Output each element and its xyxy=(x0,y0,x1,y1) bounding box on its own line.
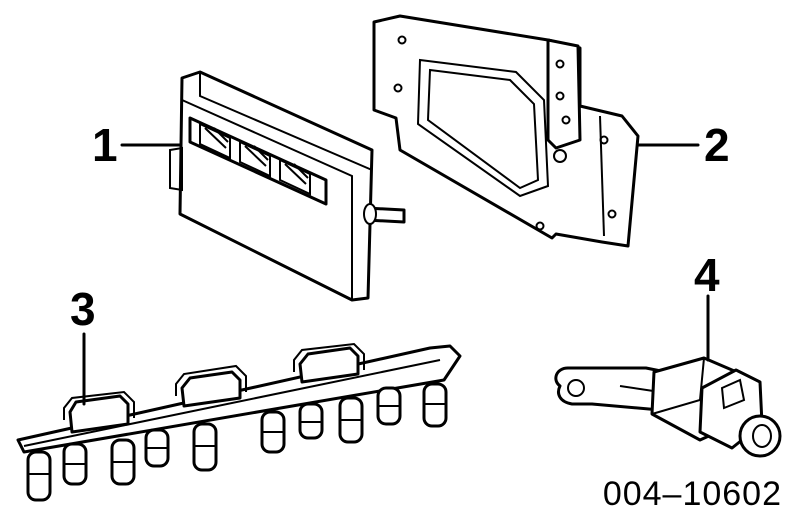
part-2-bracket xyxy=(372,14,640,248)
callout-1: 1 xyxy=(92,119,118,171)
part-3-coil-rail xyxy=(16,342,462,502)
callout-3: 3 xyxy=(70,283,96,335)
part-1-control-module xyxy=(169,70,406,302)
callout-4: 4 xyxy=(694,249,720,301)
leader-lines xyxy=(82,143,710,406)
reference-code: 004–10602 xyxy=(602,475,782,513)
part-4-sensor xyxy=(554,356,782,458)
callout-2: 2 xyxy=(704,119,730,171)
